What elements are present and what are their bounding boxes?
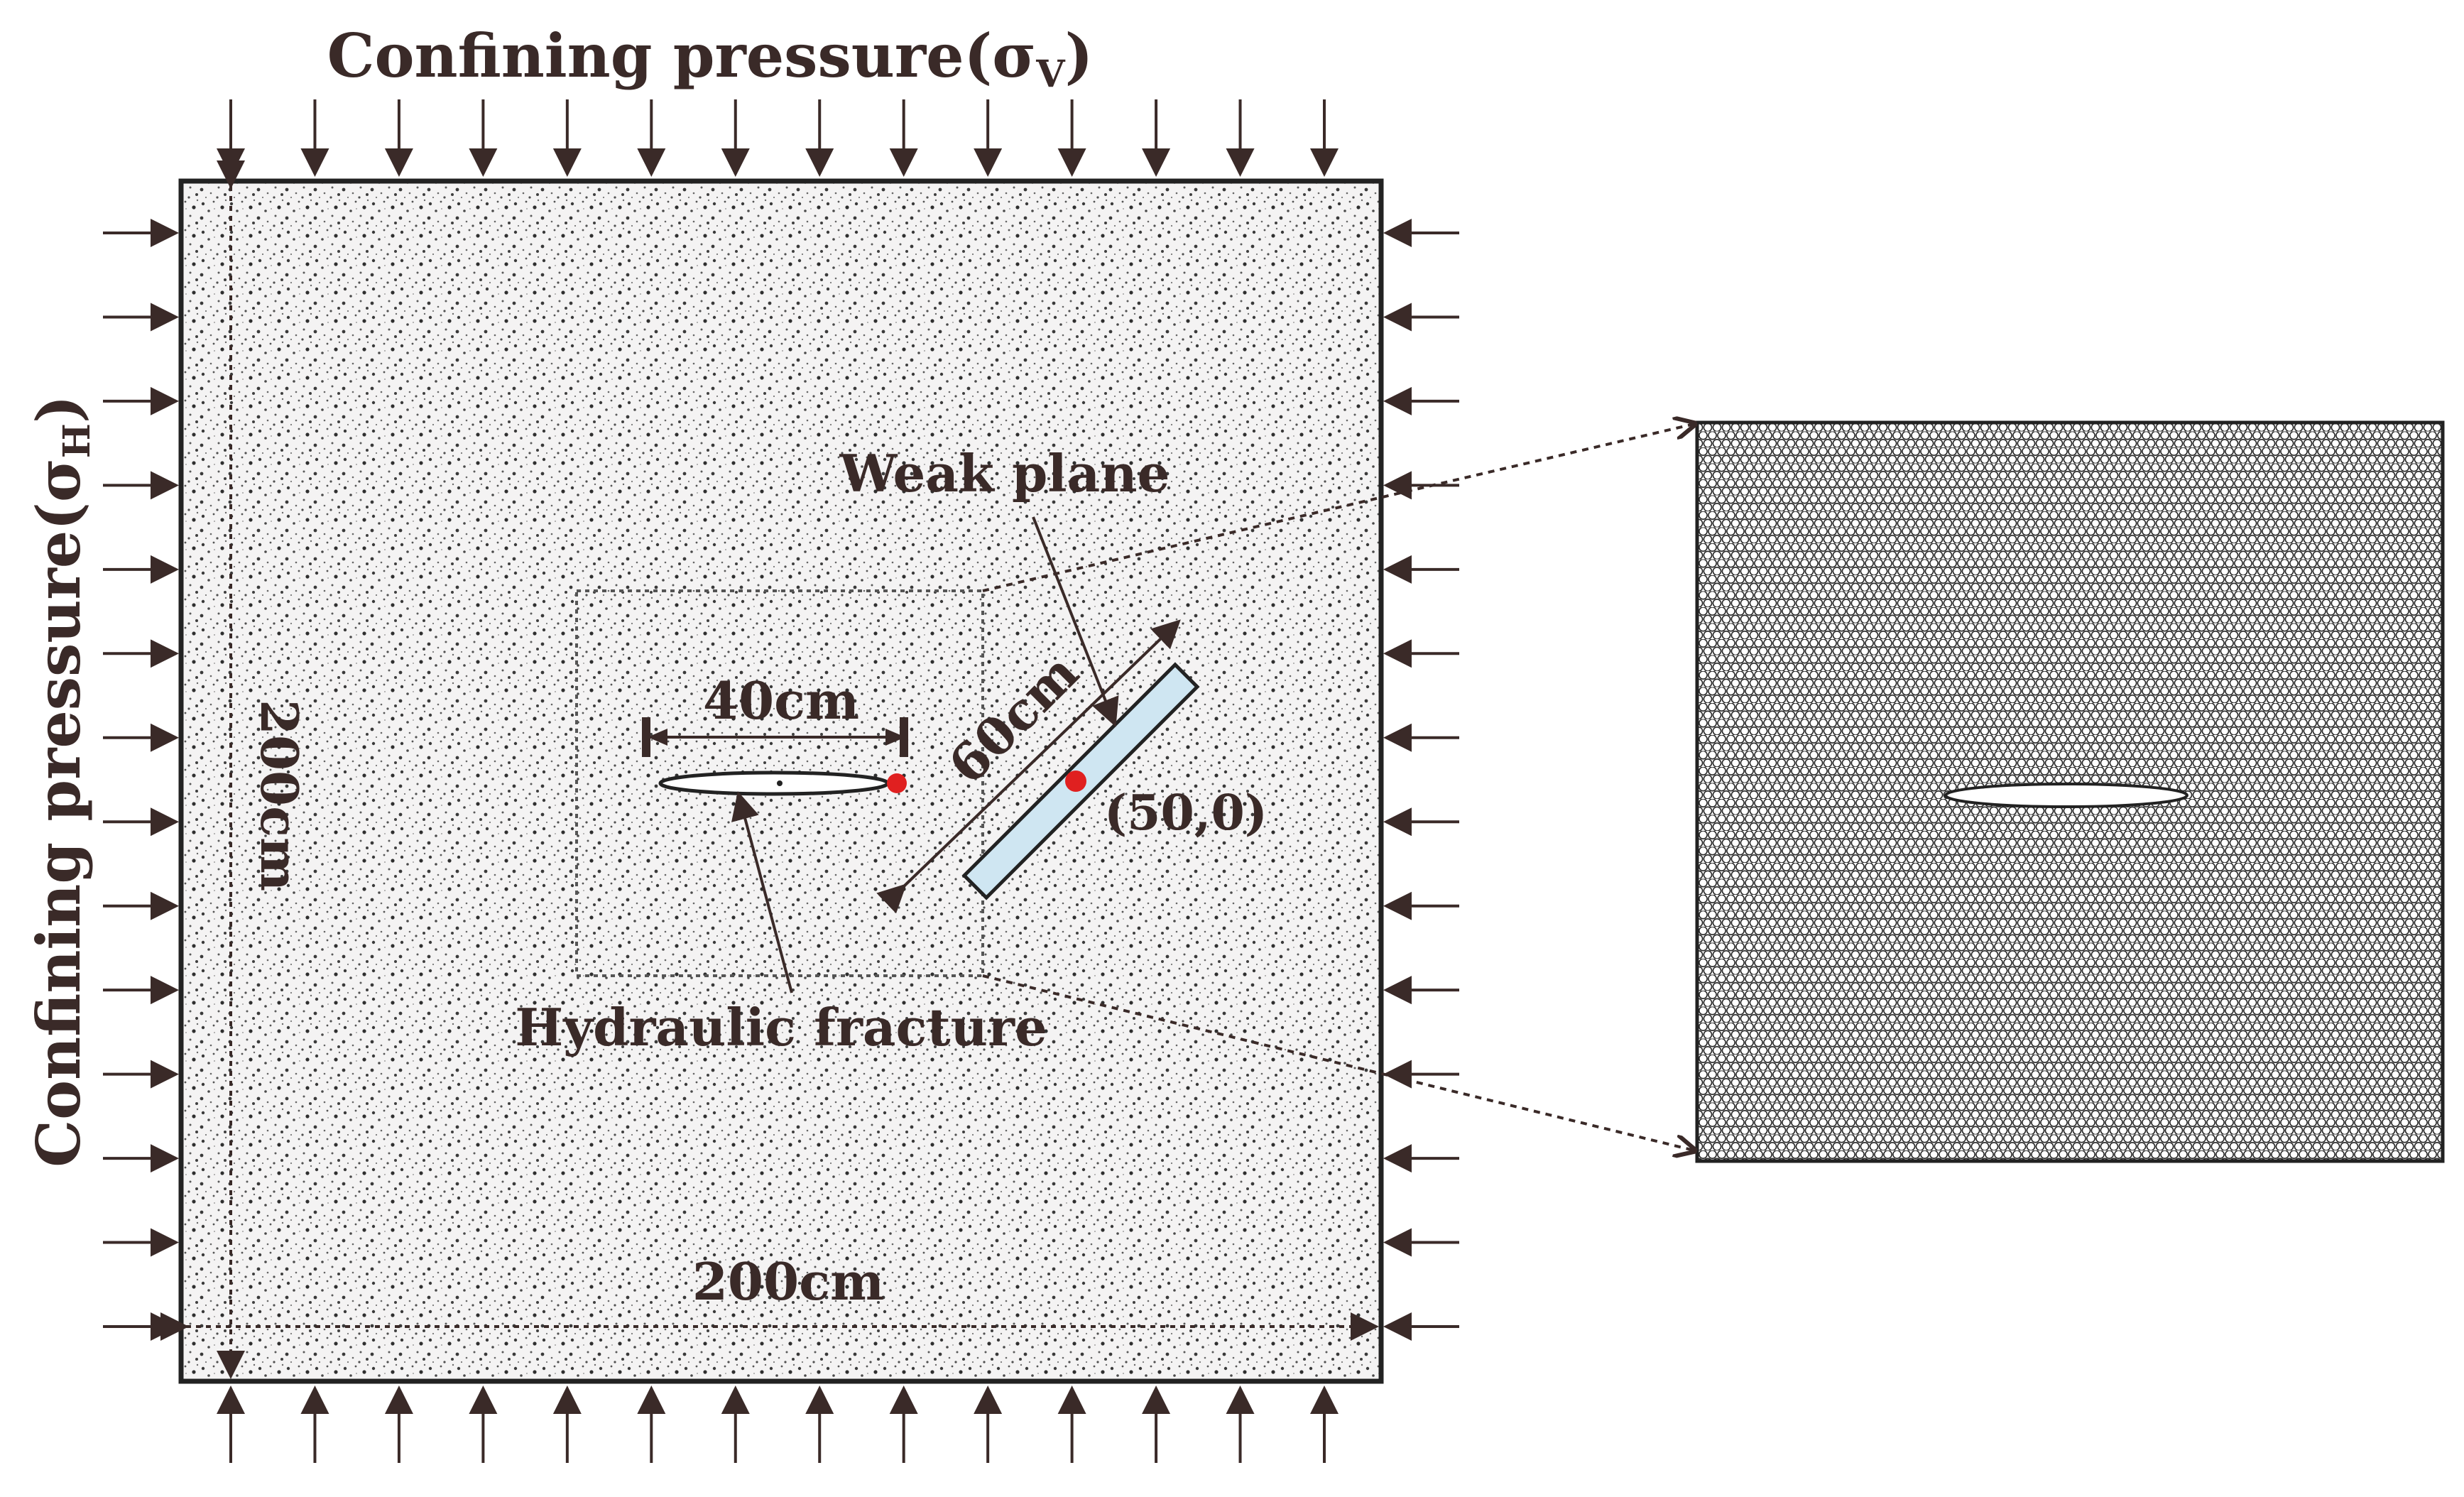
point-coordinate-label: (50,0) — [1104, 785, 1268, 842]
hydraulic-fracture-ellipse — [658, 771, 890, 796]
hydraulic-fracture-label: Hydraulic fracture — [515, 997, 1047, 1057]
right-load-arrows — [1383, 219, 1459, 1341]
height-dimension-label: 200cm — [249, 699, 310, 891]
top-load-arrows — [217, 99, 1339, 177]
fracture-leader — [731, 791, 793, 994]
weak-plane-length-dim — [876, 619, 1181, 914]
red-dot-icon — [887, 773, 907, 793]
zoom-link-bottom — [982, 974, 1694, 1150]
weak-plane-label: Weak plane — [839, 443, 1170, 503]
inset-fracture — [1944, 783, 2188, 808]
width-dimension-label: 200cm — [692, 1251, 884, 1312]
bottom-load-arrows — [217, 1386, 1339, 1463]
fracture-length-label: 40cm — [703, 670, 859, 731]
fracture-center-dot — [777, 780, 783, 786]
top-pressure-label: Confining pressure(σV) — [327, 21, 1094, 96]
red-dot-icon — [1065, 771, 1086, 792]
zoom-link-top — [982, 424, 1694, 592]
left-load-arrows — [103, 219, 179, 1341]
side-pressure-label: Confining pressure(σH) — [23, 395, 99, 1167]
weak-plane-leader — [1032, 516, 1119, 727]
